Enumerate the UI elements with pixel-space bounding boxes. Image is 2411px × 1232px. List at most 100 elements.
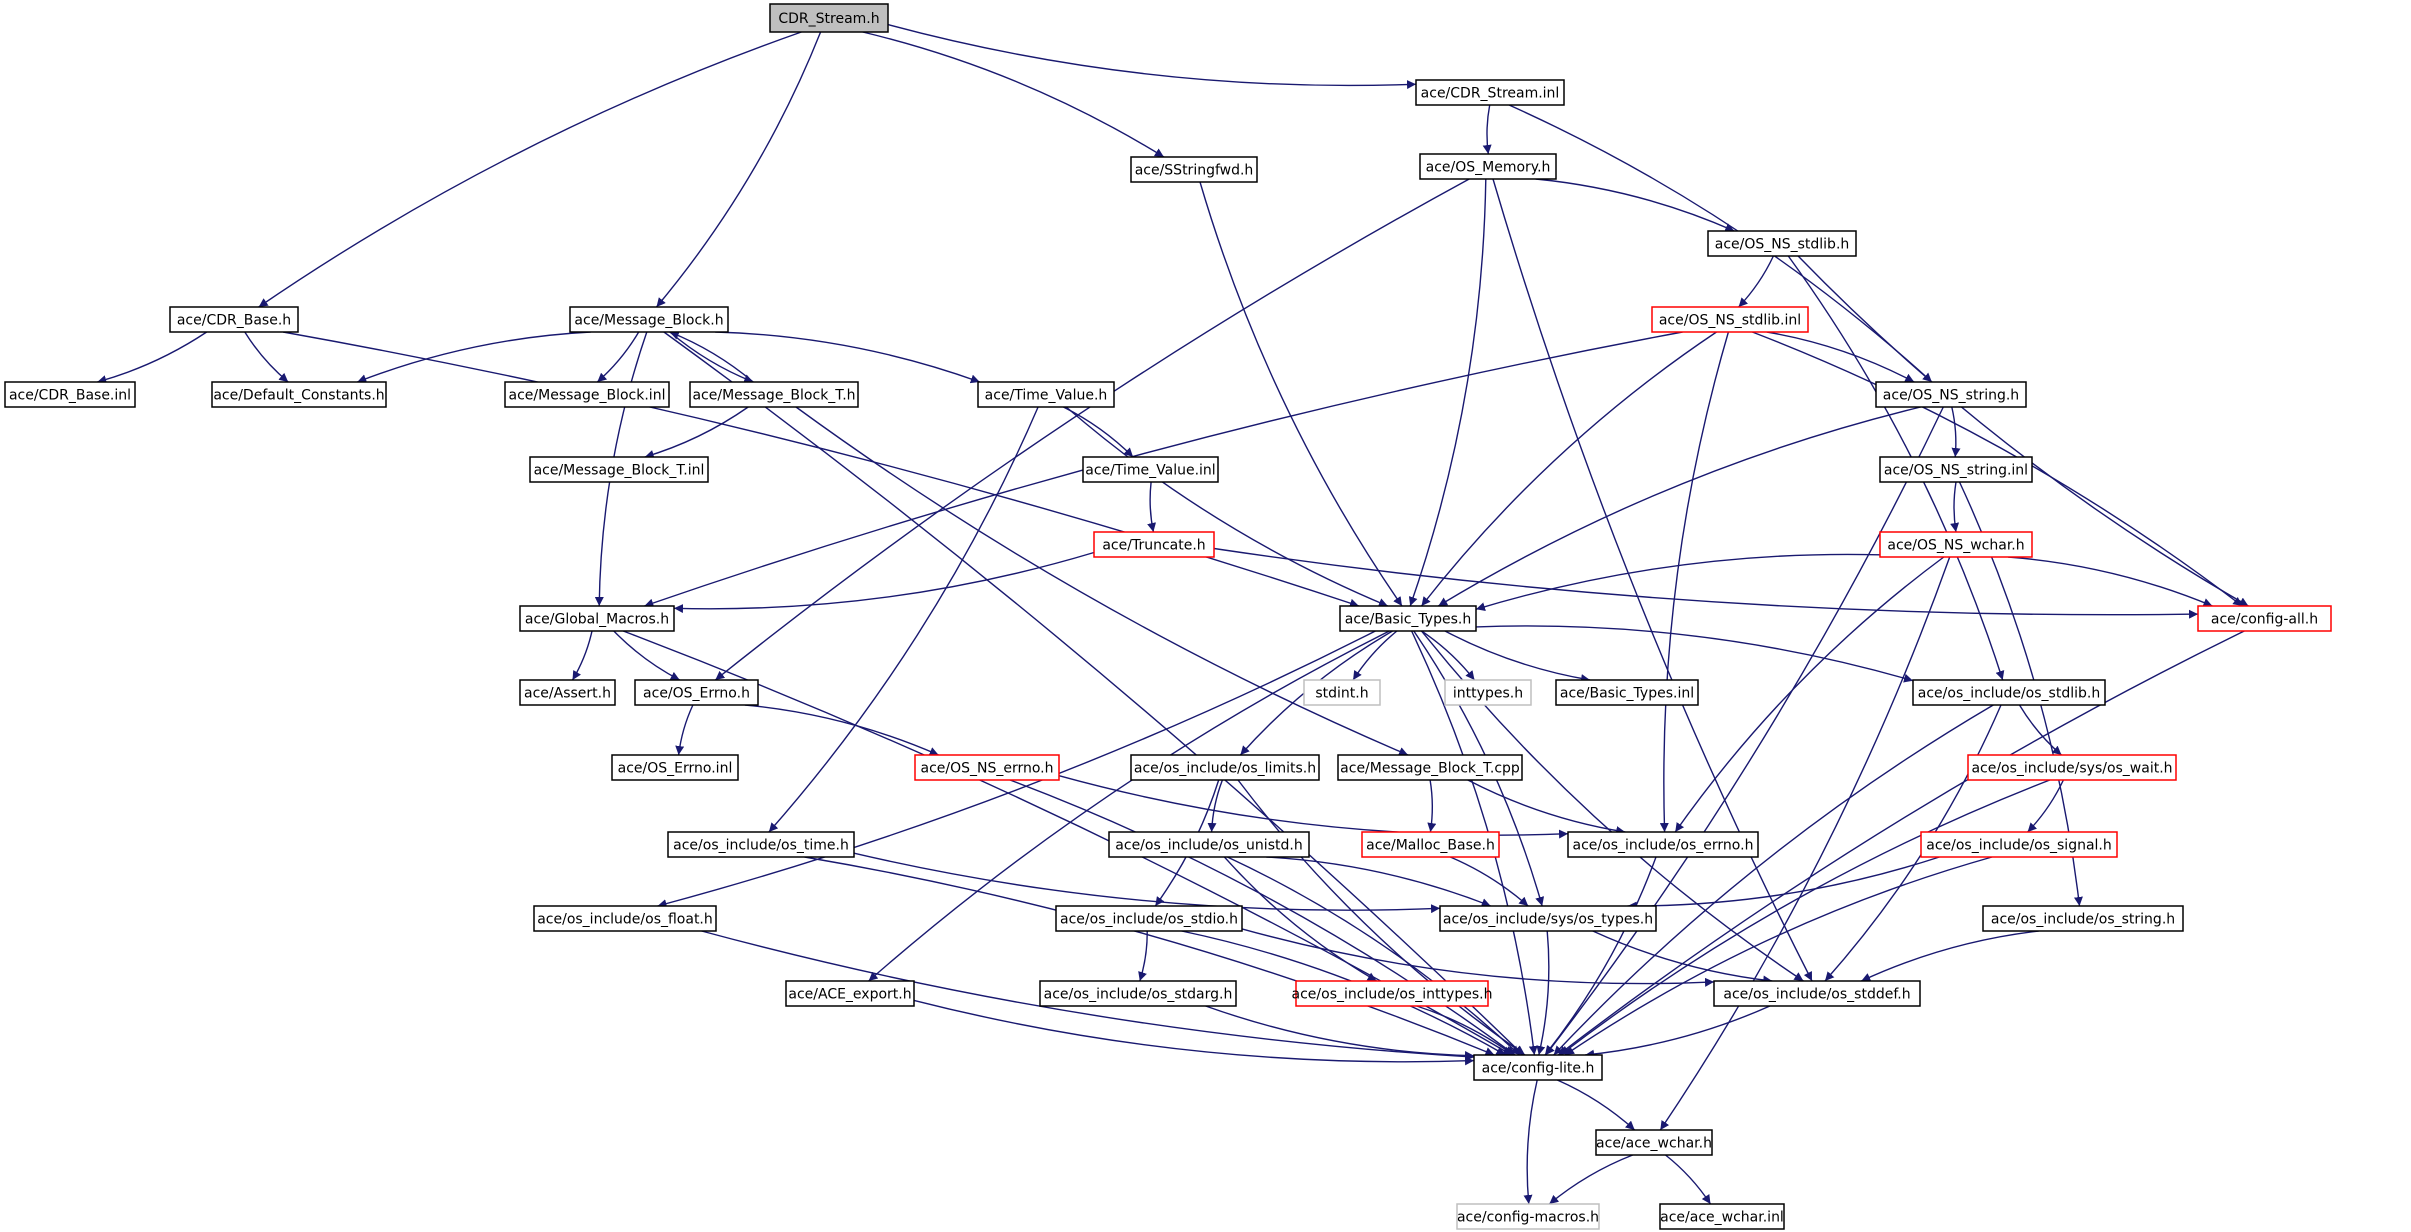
node-box bbox=[1415, 79, 1565, 106]
node-box bbox=[519, 679, 616, 706]
edge-ace_wchar_h-to-config_macros_h bbox=[1548, 1154, 1633, 1205]
node-message-block-t-h[interactable]: ace/Message_Block_T.h bbox=[689, 381, 859, 408]
node-default-constants-h[interactable]: ace/Default_Constants.h bbox=[211, 381, 387, 408]
edge-message_block_t_h-to-message_block_t_inl bbox=[644, 406, 749, 459]
node-stdint-h[interactable]: stdint.h bbox=[1303, 679, 1381, 706]
node-config-all-h[interactable]: ace/config-all.h bbox=[2197, 605, 2332, 632]
node-message-block-h[interactable]: ace/Message_Block.h bbox=[569, 306, 729, 333]
node-os-include-os-time-h[interactable]: ace/os_include/os_time.h bbox=[667, 831, 855, 858]
edge-message_block_h-to-config_lite_h bbox=[663, 331, 1524, 1056]
node-os-ns-string-inl[interactable]: ace/OS_NS_string.inl bbox=[1879, 456, 2033, 483]
node-label: ace/Basic_Types.inl bbox=[1560, 686, 1694, 702]
node-basic-types-h[interactable]: ace/Basic_Types.h bbox=[1339, 605, 1477, 632]
node-label: ace/Message_Block_T.cpp bbox=[1340, 761, 1520, 777]
node-message-block-t-cpp[interactable]: ace/Message_Block_T.cpp bbox=[1337, 754, 1523, 781]
node-os-include-os-inttypes-h[interactable]: ace/os_include/os_inttypes.h bbox=[1292, 980, 1493, 1007]
node-label: ace/Message_Block_T.inl bbox=[534, 463, 705, 479]
edge-os_ns_wchar_h-to-ace_wchar_h bbox=[1659, 556, 1951, 1131]
node-label: ace/ace_wchar.inl bbox=[1660, 1210, 1784, 1226]
node-os-include-os-stddef-h[interactable]: ace/os_include/os_stddef.h bbox=[1713, 980, 1921, 1007]
edge-basic_types_h-to-basic_types_inl bbox=[1444, 630, 1591, 683]
node-malloc-base-h[interactable]: ace/Malloc_Base.h bbox=[1361, 831, 1500, 858]
node-assert-h[interactable]: ace/Assert.h bbox=[519, 679, 616, 706]
edge-os_include_os_unistd_h-to-config_lite_h bbox=[1227, 856, 1521, 1056]
node-box bbox=[1920, 831, 2118, 858]
node-box bbox=[519, 605, 675, 632]
node-box bbox=[1707, 230, 1857, 257]
node-box bbox=[569, 306, 729, 333]
node-label: ace/ace_wchar.h bbox=[1596, 1136, 1712, 1152]
node-os-include-os-signal-h[interactable]: ace/os_include/os_signal.h bbox=[1920, 831, 2118, 858]
node-os-ns-string-h[interactable]: ace/OS_NS_string.h bbox=[1875, 381, 2027, 408]
node-os-include-os-stdarg-h[interactable]: ace/os_include/os_stdarg.h bbox=[1039, 980, 1237, 1007]
edge-message_block_t_h-to-message_block_t_cpp bbox=[795, 406, 1409, 756]
node-box bbox=[1912, 679, 2106, 706]
node-os-memory-h[interactable]: ace/OS_Memory.h bbox=[1419, 153, 1557, 180]
edge-os_ns_string_h-to-os_ns_string_inl bbox=[1951, 406, 1961, 458]
node-os-include-os-string-h[interactable]: ace/os_include/os_string.h bbox=[1982, 905, 2184, 932]
node-basic-types-inl[interactable]: ace/Basic_Types.inl bbox=[1555, 679, 1699, 706]
node-ace-wchar-h[interactable]: ace/ace_wchar.h bbox=[1595, 1129, 1713, 1156]
node-truncate-h[interactable]: ace/Truncate.h bbox=[1093, 531, 1215, 558]
node-cdr-stream-inl[interactable]: ace/CDR_Stream.inl bbox=[1415, 79, 1565, 106]
node-label: ace/OS_Errno.h bbox=[643, 686, 750, 702]
node-config-lite-h[interactable]: ace/config-lite.h bbox=[1473, 1054, 1603, 1081]
node-box bbox=[1439, 905, 1657, 932]
node-os-include-os-float-h[interactable]: ace/os_include/os_float.h bbox=[533, 905, 717, 932]
node-label: ace/config-lite.h bbox=[1482, 1061, 1595, 1077]
node-label: ace/CDR_Stream.inl bbox=[1421, 86, 1560, 102]
node-os-errno-h[interactable]: ace/OS_Errno.h bbox=[634, 679, 759, 706]
node-cdr-base-inl[interactable]: ace/CDR_Base.inl bbox=[4, 381, 136, 408]
node-os-include-sys-os-types-h[interactable]: ace/os_include/sys/os_types.h bbox=[1439, 905, 1657, 932]
node-box bbox=[1303, 679, 1381, 706]
edge-global_macros_h-to-os_errno_h bbox=[613, 630, 681, 681]
edge-basic_types_h-to-inttypes_h bbox=[1421, 630, 1476, 681]
node-box bbox=[1444, 679, 1532, 706]
node-message-block-inl[interactable]: ace/Message_Block.inl bbox=[504, 381, 670, 408]
node-label: ace/Default_Constants.h bbox=[213, 388, 384, 404]
node-message-block-t-inl[interactable]: ace/Message_Block_T.inl bbox=[529, 456, 709, 483]
node-ace-wchar-inl[interactable]: ace/ace_wchar.inl bbox=[1659, 1203, 1785, 1230]
node-box bbox=[1130, 754, 1320, 781]
node-os-ns-stdlib-inl[interactable]: ace/OS_NS_stdlib.inl bbox=[1651, 306, 1809, 333]
node-os-ns-wchar-h[interactable]: ace/OS_NS_wchar.h bbox=[1879, 531, 2033, 558]
node-global-macros-h[interactable]: ace/Global_Macros.h bbox=[519, 605, 675, 632]
node-inttypes-h[interactable]: inttypes.h bbox=[1444, 679, 1532, 706]
edge-os_include_os_stdlib_h-to-os_include_sys_os_wait_h bbox=[2018, 704, 2062, 756]
node-box bbox=[1295, 980, 1489, 1007]
edge-basic_types_h-to-os_include_os_float_h bbox=[657, 630, 1376, 909]
node-os-include-os-limits-h[interactable]: ace/os_include/os_limits.h bbox=[1130, 754, 1320, 781]
node-os-ns-stdlib-h[interactable]: ace/OS_NS_stdlib.h bbox=[1707, 230, 1857, 257]
node-sstringfwd-h[interactable]: ace/SStringfwd.h bbox=[1130, 156, 1258, 183]
edge-os_ns_string_h-to-config_lite_h bbox=[1545, 406, 1944, 1056]
edge-global_macros_h-to-assert_h bbox=[571, 630, 593, 681]
node-label: ace/Global_Macros.h bbox=[525, 612, 669, 628]
node-label: ace/OS_NS_wchar.h bbox=[1887, 538, 2024, 554]
node-os-include-os-stdio-h[interactable]: ace/os_include/os_stdio.h bbox=[1055, 905, 1243, 932]
node-box bbox=[1982, 905, 2184, 932]
edge-os_include_os_limits_h-to-os_include_os_unistd_h bbox=[1207, 779, 1224, 833]
node-label: ace/os_include/os_stddef.h bbox=[1723, 987, 1910, 1003]
node-box bbox=[1567, 831, 1759, 858]
node-time-value-inl[interactable]: ace/Time_Value.inl bbox=[1082, 456, 1219, 483]
node-label: ace/Time_Value.inl bbox=[1085, 463, 1215, 479]
node-ace-export-h[interactable]: ace/ACE_export.h bbox=[785, 980, 915, 1007]
node-cdr-base-h[interactable]: ace/CDR_Base.h bbox=[169, 306, 299, 333]
node-os-include-os-stdlib-h[interactable]: ace/os_include/os_stdlib.h bbox=[1912, 679, 2106, 706]
node-os-errno-inl[interactable]: ace/OS_Errno.inl bbox=[611, 754, 739, 781]
edge-cdr_stream_h-to-cdr_base_h bbox=[258, 31, 802, 308]
edge-os_memory_h-to-os_include_os_stddef_h bbox=[1492, 178, 1813, 982]
node-os-include-os-errno-h[interactable]: ace/os_include/os_errno.h bbox=[1567, 831, 1759, 858]
edge-message_block_t_cpp-to-os_include_os_errno_h bbox=[1467, 779, 1626, 836]
edge-ace_export_h-to-config_lite_h bbox=[913, 999, 1475, 1066]
node-label: ace/os_include/sys/os_types.h bbox=[1443, 912, 1653, 928]
node-time-value-h[interactable]: ace/Time_Value.h bbox=[977, 381, 1115, 408]
node-label: ace/OS_NS_stdlib.inl bbox=[1659, 313, 1801, 329]
node-label: ace/CDR_Base.h bbox=[177, 313, 291, 329]
edge-message_block_h-to-default_constants_h bbox=[357, 331, 591, 383]
node-os-ns-errno-h[interactable]: ace/OS_NS_errno.h bbox=[914, 754, 1060, 781]
node-os-include-sys-os-wait-h[interactable]: ace/os_include/sys/os_wait.h bbox=[1967, 754, 2177, 781]
node-os-include-os-unistd-h[interactable]: ace/os_include/os_unistd.h bbox=[1108, 831, 1310, 858]
node-config-macros-h[interactable]: ace/config-macros.h bbox=[1456, 1203, 1600, 1230]
edge-truncate_h-to-config_all_h bbox=[1213, 547, 2199, 619]
